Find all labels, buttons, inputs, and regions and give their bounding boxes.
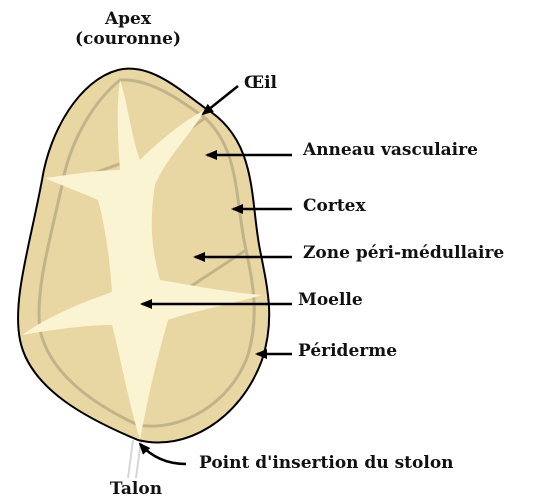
stolon-stub	[128, 440, 141, 478]
label-apex-line1: Apex	[75, 10, 181, 30]
label-cortex: Cortex	[303, 197, 366, 217]
label-stolon: Point d'insertion du stolon	[199, 454, 454, 474]
label-anneau-vasculaire: Anneau vasculaire	[303, 141, 478, 161]
label-oeil: Œil	[244, 74, 277, 94]
label-talon: Talon	[110, 480, 162, 500]
stolon-arrow	[140, 444, 186, 464]
oeil-arrow	[203, 86, 238, 114]
label-moelle: Moelle	[298, 291, 363, 311]
label-apex: Apex (couronne)	[75, 10, 181, 49]
label-periderme: Périderme	[298, 342, 397, 362]
label-zone-peri-medullaire: Zone péri-médullaire	[303, 244, 504, 264]
label-apex-line2: (couronne)	[75, 30, 181, 50]
